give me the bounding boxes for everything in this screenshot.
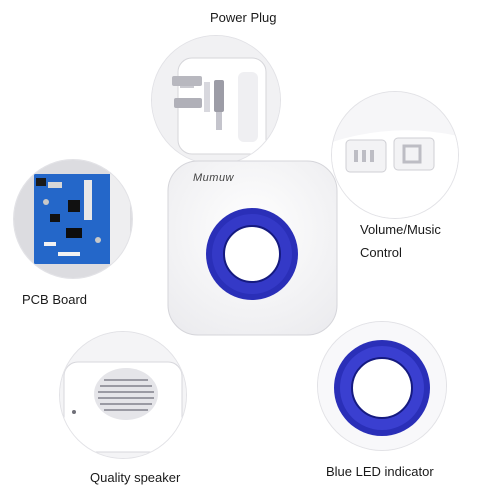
power-plug-image	[152, 36, 280, 164]
speaker-grille-image	[60, 332, 186, 458]
volume-music-label-line1: Volume/Music	[360, 222, 441, 237]
doorbell-receiver-image	[167, 160, 338, 336]
blue-led-label: Blue LED indicator	[326, 464, 434, 479]
blue-led-ring-image	[318, 322, 446, 450]
blue-led-detail	[318, 322, 446, 450]
volume-music-label-line2: Control	[360, 245, 402, 260]
power-plug-label: Power Plug	[210, 10, 277, 25]
power-plug-detail	[152, 36, 280, 164]
pcb-board-image	[14, 160, 132, 278]
doorbell-receiver: Mumuw	[165, 158, 340, 338]
pcb-board-label: PCB Board	[22, 292, 88, 307]
volume-control-detail	[332, 92, 458, 218]
quality-speaker-label: Quality speaker	[90, 470, 181, 485]
pcb-board-detail	[14, 160, 132, 278]
brand-logo: Mumuw	[193, 172, 235, 184]
speaker-detail	[60, 332, 186, 458]
volume-buttons-image	[332, 92, 458, 218]
